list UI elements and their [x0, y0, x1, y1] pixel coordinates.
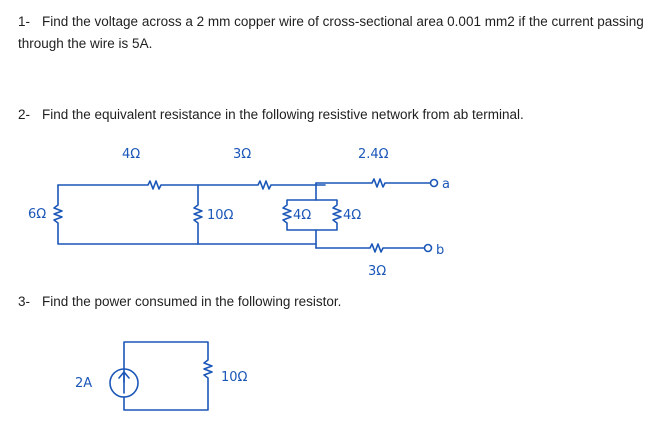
left-branch	[53, 184, 317, 245]
label-r-mid: 10Ω	[207, 208, 234, 223]
resistive-network: 4Ω 3Ω 2.4Ω 6Ω 10Ω 4Ω 4Ω 3Ω a b	[28, 147, 450, 279]
label-r-4a: 4Ω	[293, 208, 311, 223]
label-r-left: 6Ω	[28, 207, 46, 222]
label-r-top-mid: 3Ω	[233, 147, 251, 162]
source-resistor-circuit: 2A 10Ω	[75, 341, 248, 411]
label-r-top-left: 4Ω	[122, 147, 140, 162]
top-wire	[57, 180, 326, 190]
bottom-right-wire	[315, 243, 425, 253]
question-2: 2- Find the equivalent resistance in the …	[18, 104, 524, 126]
question-1-text: Find the voltage across a 2 mm copper wi…	[18, 14, 644, 51]
current-arrow-icon	[118, 371, 130, 394]
loop-wire	[123, 341, 213, 411]
terminal-b-node	[423, 243, 433, 253]
question-3: 3- Find the power consumed in the followi…	[18, 291, 341, 313]
label-r-4b: 4Ω	[343, 208, 361, 223]
top-right-wire	[315, 178, 431, 188]
question-1-number: 1-	[18, 14, 31, 29]
label-source: 2A	[75, 376, 92, 391]
question-2-number: 2-	[18, 107, 31, 122]
terminal-a-node	[429, 178, 439, 188]
parallel-4ohm-pair	[282, 199, 342, 231]
label-r-top-right: 2.4Ω	[358, 147, 389, 162]
question-2-text: Find the equivalent resistance in the fo…	[42, 107, 524, 122]
label-terminal-b: b	[436, 243, 444, 258]
question-3-number: 3-	[18, 294, 31, 309]
current-source-circle	[109, 368, 139, 398]
label-resistor: 10Ω	[221, 370, 248, 385]
label-r-bottom: 3Ω	[368, 264, 386, 279]
question-1: 1-Find the voltage across a 2 mm copper …	[18, 11, 668, 55]
label-terminal-a: a	[442, 177, 450, 192]
middle-branch	[193, 184, 203, 245]
question-3-text: Find the power consumed in the following…	[42, 294, 342, 309]
